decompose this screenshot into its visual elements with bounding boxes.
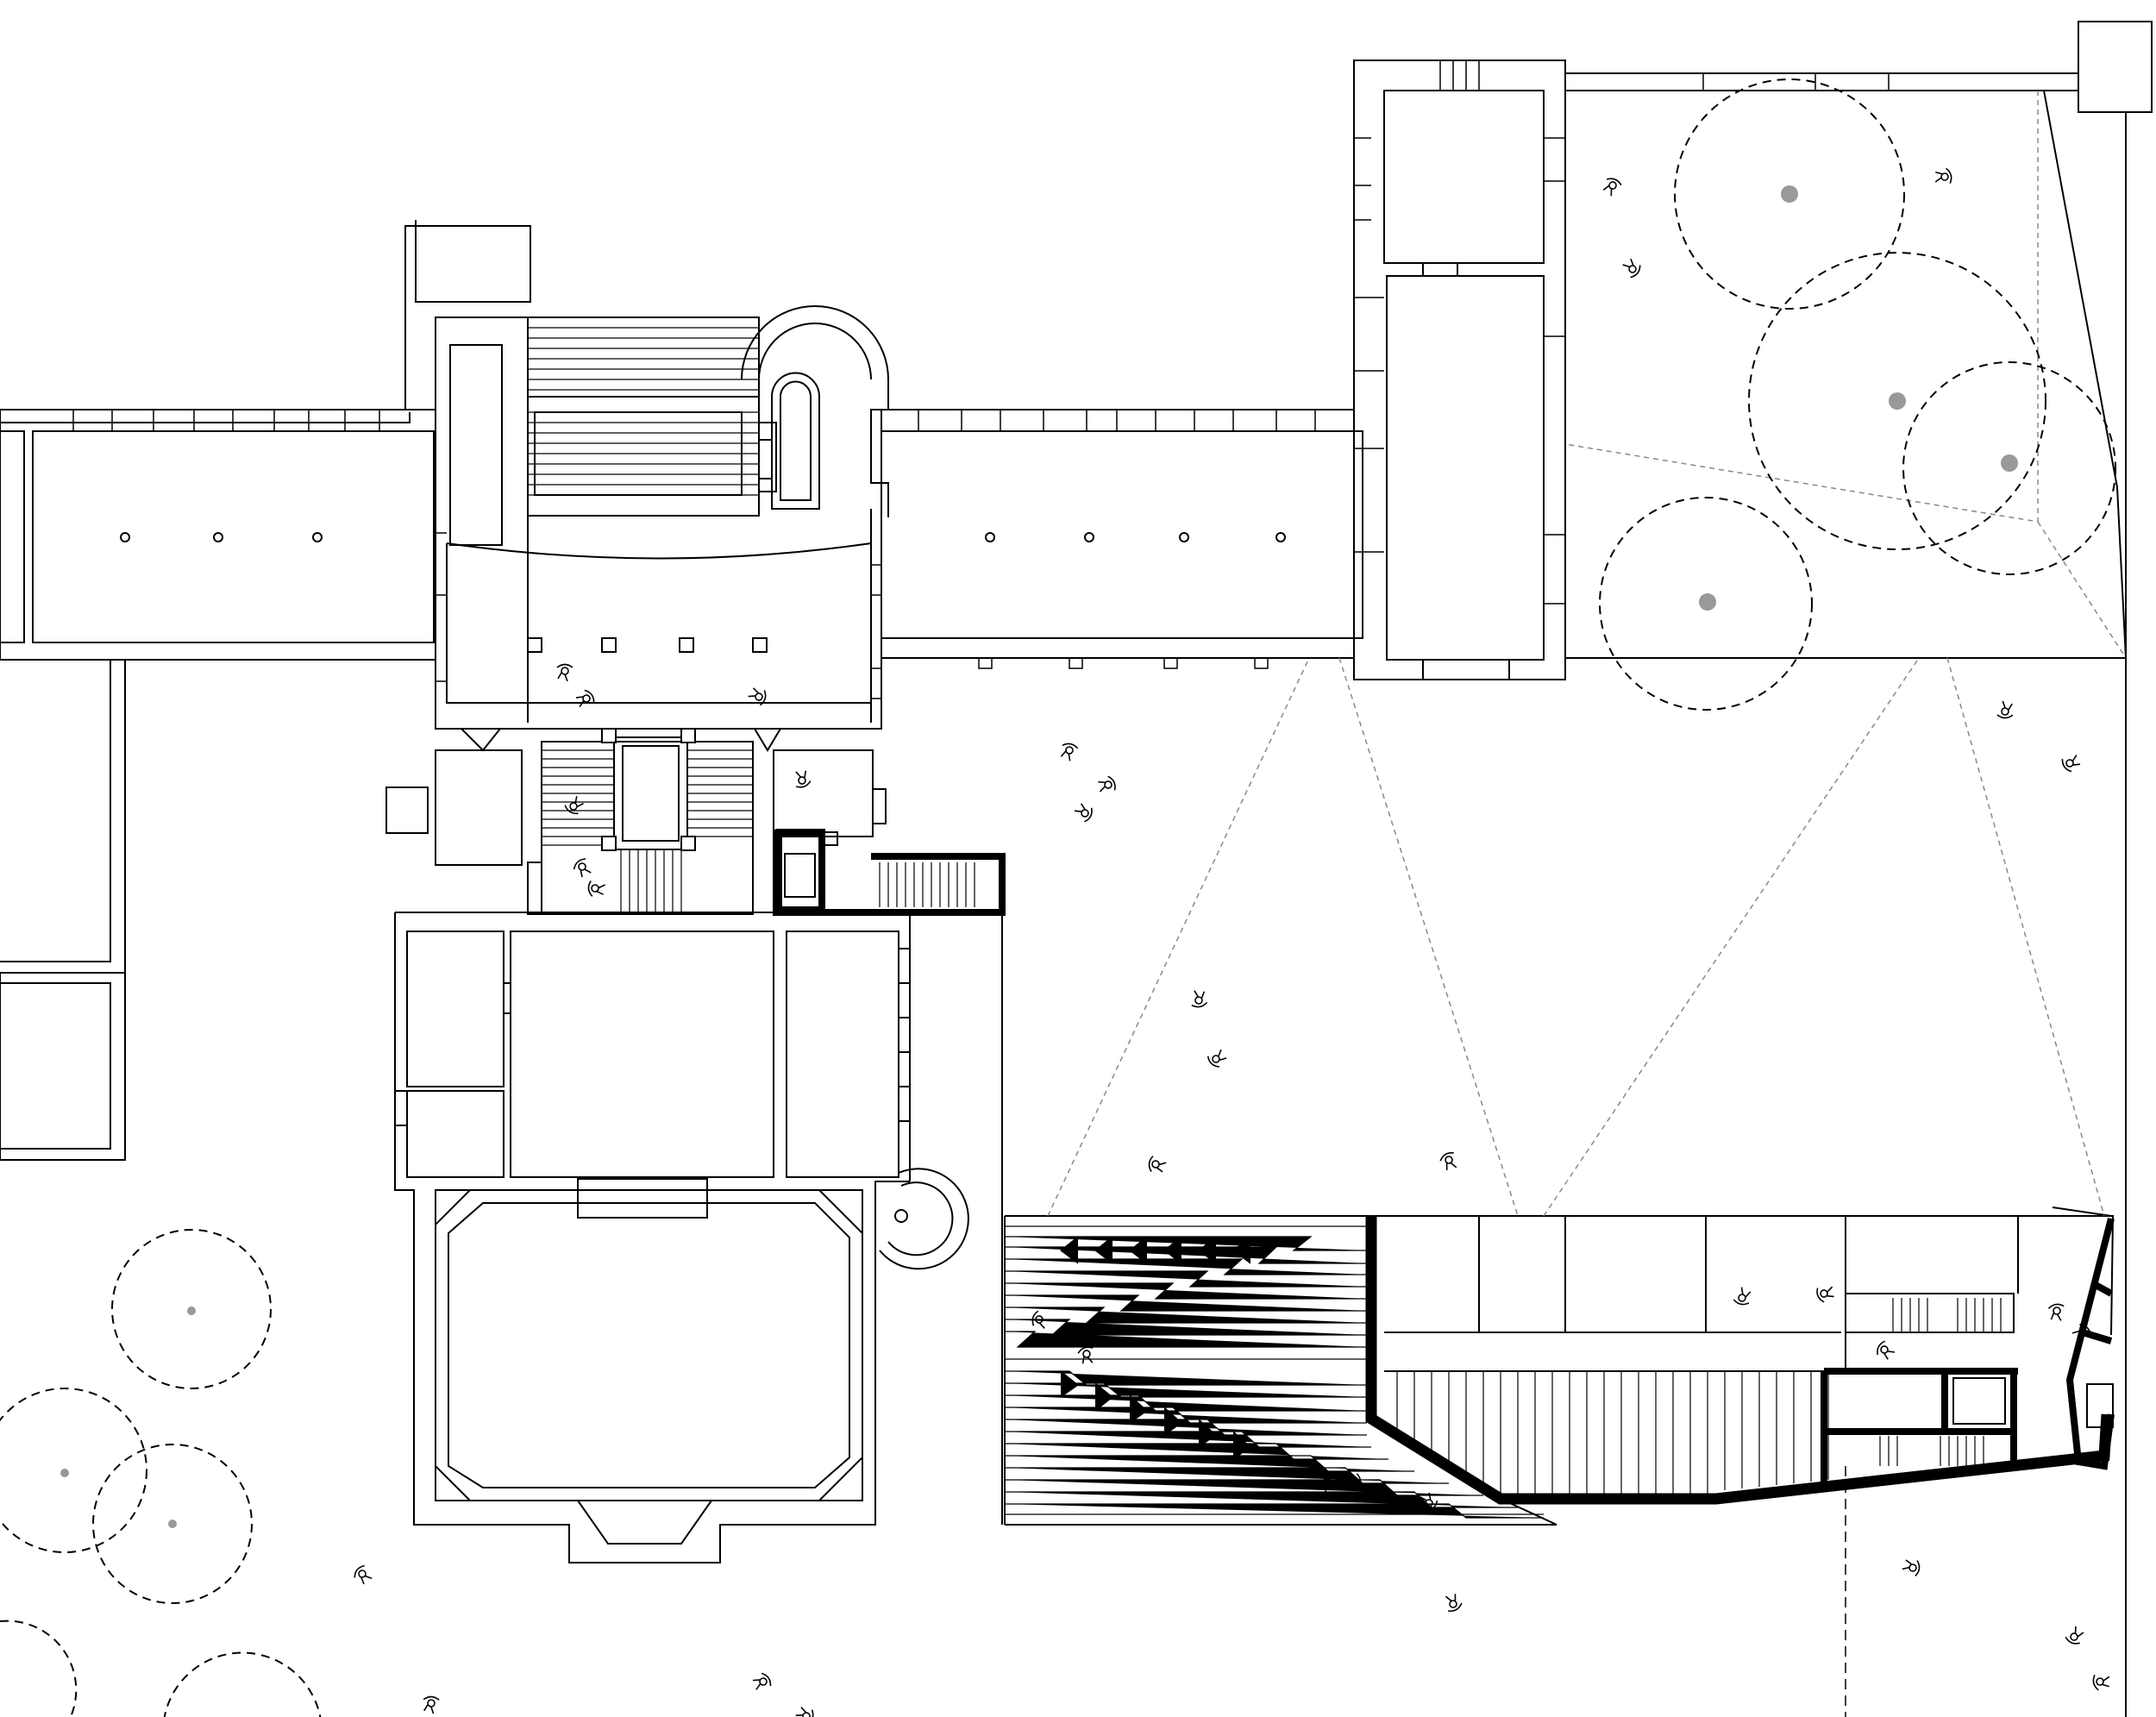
person-figure (795, 770, 812, 788)
new-building (1365, 1206, 2115, 1505)
person-figure (556, 663, 573, 682)
person-figure (1206, 1049, 1227, 1068)
person-figures (354, 167, 2110, 1717)
south-chapel (394, 912, 1002, 1563)
person-figure (587, 880, 606, 897)
person-figure (1439, 1151, 1457, 1170)
person-figure (1602, 178, 1622, 197)
hall-piers (527, 637, 768, 653)
person-figure (354, 1564, 373, 1585)
person-figure (1148, 1156, 1167, 1173)
chapel-steps (577, 1178, 708, 1219)
person-figure (573, 858, 592, 878)
person-figure (748, 687, 767, 706)
tree-canopy-dashed-circle (0, 78, 2116, 1717)
person-figure (1420, 1492, 1438, 1512)
west-wing-windows (72, 410, 380, 431)
sightlines (1047, 657, 2105, 1717)
person-figure (1733, 1287, 1752, 1306)
person-figure (423, 1695, 440, 1714)
east-wing (881, 409, 1363, 669)
ne-stair (1845, 1293, 2015, 1466)
person-figure (2071, 1324, 2092, 1343)
person-figure (1996, 700, 2014, 719)
person-figure (1318, 1477, 1338, 1496)
trees (0, 78, 2116, 1717)
person-figure (1445, 1594, 1463, 1612)
person-figure (1622, 258, 1641, 279)
person-figure (1343, 1473, 1362, 1490)
north-stair (528, 327, 759, 496)
person-figure (1877, 1340, 1896, 1360)
person-figure (2061, 755, 2081, 773)
person-figure (1902, 1559, 1921, 1576)
person-figure (564, 796, 584, 815)
person-figure (2065, 1626, 2084, 1645)
lower-stair (542, 728, 753, 912)
person-figure (1191, 990, 1208, 1008)
person-figure (1074, 803, 1093, 823)
person-figure (2047, 1303, 2065, 1321)
east-stair (879, 862, 975, 907)
person-figure (575, 689, 595, 708)
person-figure (1060, 743, 1079, 761)
prow-element (2052, 1206, 2115, 1470)
central-hall (435, 305, 1006, 1525)
terraced-steps (1004, 1215, 1557, 1526)
person-figure (1098, 775, 1116, 793)
person-figure (1031, 1310, 1050, 1329)
person-figure (752, 1672, 772, 1690)
east-wing-columns (985, 532, 1286, 542)
round-stair (879, 1168, 969, 1270)
tree-trunk-grey-dot (60, 185, 2018, 1528)
ne-tower (1353, 21, 2153, 1717)
west-wing-columns (120, 532, 323, 542)
sloped-hall-stripes (1396, 1371, 1829, 1494)
person-figure (1077, 1346, 1094, 1364)
person-figure (2092, 1674, 2110, 1691)
person-figure (1934, 167, 1952, 184)
person-figure (795, 1707, 814, 1717)
person-figure (1816, 1286, 1834, 1303)
